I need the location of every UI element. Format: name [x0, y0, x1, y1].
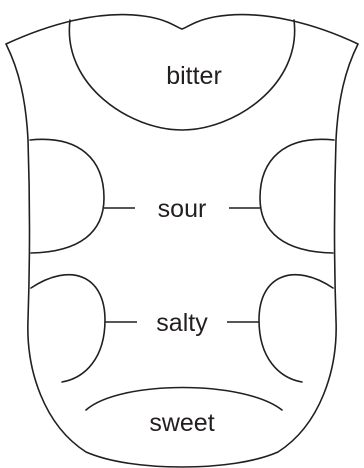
salty-region-right	[258, 273, 334, 383]
salty-label: salty	[156, 309, 208, 337]
sweet-region	[85, 386, 283, 411]
sour-region-right	[259, 138, 335, 254]
sweet-label: sweet	[149, 409, 214, 437]
bitter-region	[68, 19, 296, 131]
sour-region-left	[29, 138, 105, 254]
salty-region-left	[30, 273, 106, 383]
sour-label: sour	[158, 195, 207, 223]
tongue-outline	[5, 13, 359, 468]
bitter-label: bitter	[166, 62, 222, 90]
